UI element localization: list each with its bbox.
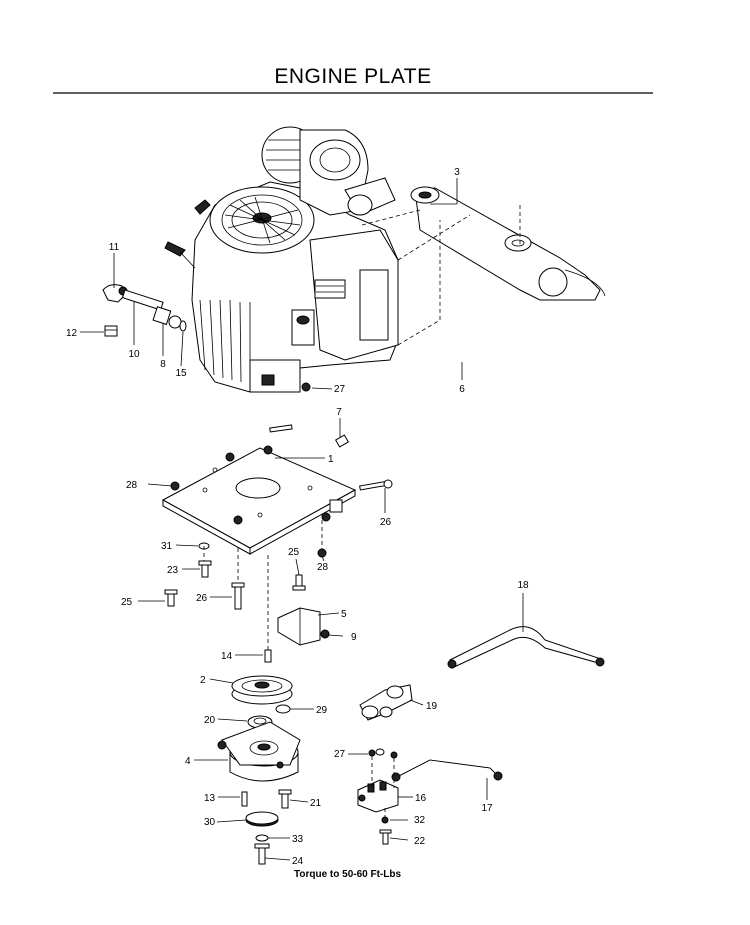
engine (164, 126, 399, 393)
callout-25-lower: 25 (121, 597, 133, 608)
callout-16: 16 (415, 793, 427, 804)
torque-note: Torque to 50-60 Ft-Lbs (294, 869, 401, 880)
callout-4: 4 (185, 756, 191, 767)
callout-28-left: 28 (126, 480, 138, 491)
callout-20: 20 (204, 715, 216, 726)
callout-32: 32 (414, 815, 426, 826)
callout-17: 17 (481, 803, 493, 814)
callout-19: 19 (426, 701, 438, 712)
callout-2: 2 (200, 675, 206, 686)
callout-33: 33 (292, 834, 304, 845)
bracket (277, 607, 330, 646)
callout-14: 14 (221, 651, 233, 662)
callout-8: 8 (160, 359, 166, 370)
callout-10: 10 (128, 349, 140, 360)
callout-labels: 3 6 7 1 28 26 31 23 25 28 25 26 5 9 14 2… (66, 167, 529, 867)
callout-7: 7 (336, 407, 342, 418)
right-components (357, 626, 605, 845)
callout-6: 6 (459, 384, 465, 395)
callout-24: 24 (292, 856, 304, 867)
callout-9: 9 (351, 632, 357, 643)
callout-11: 11 (109, 242, 120, 253)
callout-21: 21 (310, 798, 322, 809)
callout-26-lower: 26 (196, 593, 208, 604)
callout-28-lower: 28 (317, 562, 329, 573)
clutch-stack (217, 555, 301, 865)
engine-plate (161, 424, 393, 555)
callout-5: 5 (341, 609, 347, 620)
callout-12: 12 (66, 328, 78, 339)
leader-lines (80, 178, 524, 861)
callout-27-right: 27 (334, 749, 346, 760)
callout-27-engine: 27 (334, 384, 346, 395)
callout-15: 15 (175, 368, 187, 379)
callout-29: 29 (316, 705, 328, 716)
page-title: ENGINE PLATE (274, 65, 431, 88)
callout-25-upper: 25 (288, 547, 300, 558)
muffler (410, 186, 606, 301)
callout-23: 23 (167, 565, 179, 576)
callout-1: 1 (328, 454, 334, 465)
callout-30: 30 (204, 817, 216, 828)
fastener-27-engine (301, 382, 311, 392)
callout-13: 13 (204, 793, 216, 804)
callout-18: 18 (517, 580, 529, 591)
oil-drain-kit (102, 284, 187, 337)
callout-22: 22 (414, 836, 426, 847)
plate-hardware (164, 520, 327, 610)
callout-31: 31 (161, 541, 173, 552)
callout-3: 3 (454, 167, 460, 178)
callout-26-right: 26 (380, 517, 392, 528)
